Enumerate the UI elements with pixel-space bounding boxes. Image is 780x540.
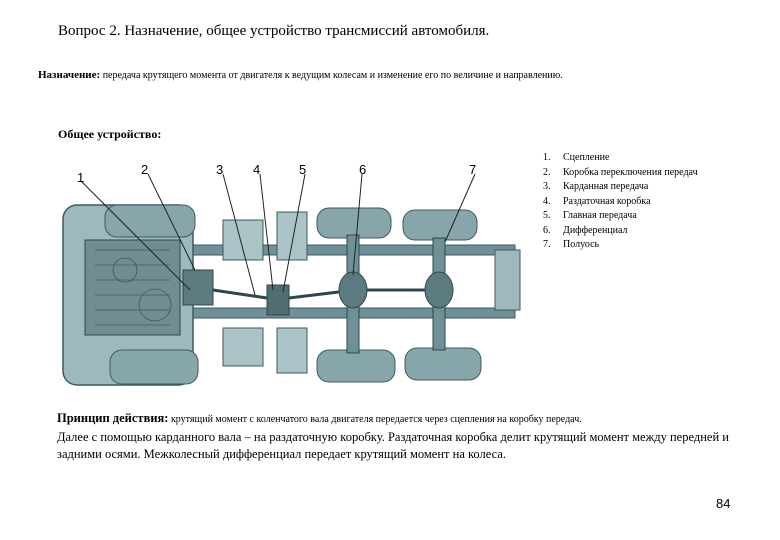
principle-paragraph: Принцип действия: крутящий момент с коле… xyxy=(57,410,757,464)
purpose-paragraph: Назначение: передача крутящего момента о… xyxy=(38,68,638,83)
diagram-number-7: 7 xyxy=(469,162,477,177)
diagram-number-3: 3 xyxy=(216,162,224,177)
front-wheel-left xyxy=(104,204,196,238)
air-tank-bottom xyxy=(276,327,308,374)
engine-block xyxy=(84,239,181,336)
air-tank-top xyxy=(276,211,308,261)
diagram-number-5: 5 xyxy=(299,162,307,177)
purpose-text: передача крутящего момента от двигателя … xyxy=(100,70,563,81)
principle-text-1: крутящий момент с коленчатого вала двига… xyxy=(168,414,582,425)
rear-crossmember xyxy=(494,249,521,311)
legend-item: 1.Сцепление xyxy=(543,152,610,163)
legend-item: 2.Коробка переключения передач xyxy=(543,166,698,178)
leader-lines xyxy=(81,173,476,296)
legend-item: 6.Дифференциал xyxy=(543,224,628,236)
propeller-shaft-1 xyxy=(212,288,268,300)
middle-wheel-right xyxy=(316,349,396,383)
principle-label: Принцип действия: xyxy=(57,411,169,425)
legend-item: 5.Главная передача xyxy=(543,210,637,221)
middle-differential xyxy=(338,271,368,309)
structure-heading: Общее устройство: xyxy=(58,127,162,141)
diagram-number-1: 1 xyxy=(77,170,85,185)
rear-differential xyxy=(424,271,454,309)
diagram-number-4: 4 xyxy=(253,162,261,177)
legend-item: 4.Раздаточная коробка xyxy=(543,195,651,207)
chassis-illustration xyxy=(62,173,521,386)
transmission-diagram: 1 2 3 4 5 6 7 xyxy=(55,150,535,395)
frame-rail-bottom xyxy=(164,307,516,319)
tank-bottom xyxy=(222,327,264,367)
purpose-label: Назначение: xyxy=(38,69,101,81)
page-title: Вопрос 2. Назначение, общее устройство т… xyxy=(58,23,490,39)
frame-rail-top xyxy=(164,244,516,256)
rear-wheel-right xyxy=(404,347,482,381)
legend-item: 7.Полуось xyxy=(543,239,600,250)
principle-text-2: Далее с помощью карданного вала – на раз… xyxy=(57,429,729,462)
tank-top xyxy=(222,219,264,261)
middle-wheel-left xyxy=(316,207,392,239)
rear-wheel-left xyxy=(402,209,478,241)
legend-item: 3.Карданная передача xyxy=(543,181,649,192)
component-legend: 1.Сцепление 2.Коробка переключения перед… xyxy=(543,151,698,253)
engine-detail xyxy=(95,249,172,326)
transfer-case xyxy=(266,284,290,316)
front-wheel-right xyxy=(109,349,199,385)
diagram-number-2: 2 xyxy=(141,162,149,177)
diagram-number-6: 6 xyxy=(359,162,367,177)
page-number: 84 xyxy=(716,496,731,511)
